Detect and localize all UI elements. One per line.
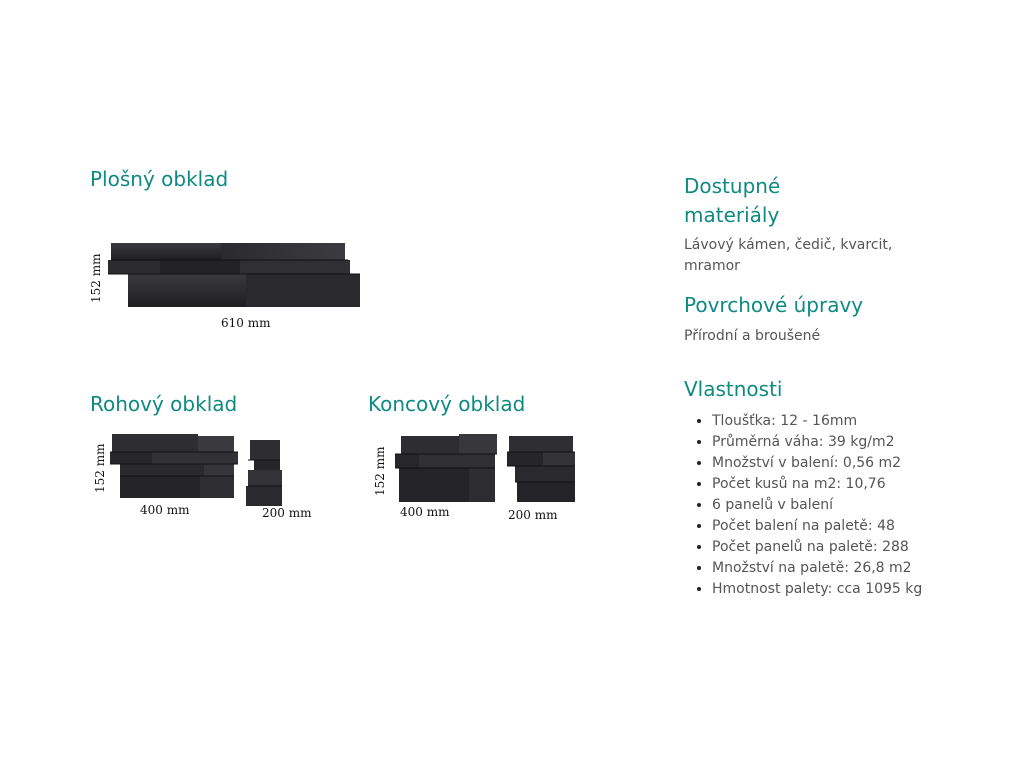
list-item: Počet panelů na paletě: 288 (712, 537, 922, 558)
materials-text-line1: Lávový kámen, čedič, kvarcit, (684, 237, 893, 253)
materials-title-line2: materiály (684, 203, 780, 227)
list-item: Hmotnost palety: cca 1095 kg (712, 579, 922, 600)
corner-height-label: 152 mm (93, 443, 107, 493)
surface-text: Přírodní a broušené (684, 328, 821, 344)
properties-title: Vlastnosti (684, 377, 783, 401)
list-item: Počet balení na paletě: 48 (712, 516, 922, 537)
corner-width-label: 400 mm (140, 503, 190, 517)
properties-list: Tloušťka: 12 - 16mm Průměrná váha: 39 kg… (696, 411, 922, 600)
materials-title-line1: Dostupné (684, 174, 781, 198)
flat-width-label: 610 mm (221, 316, 271, 330)
list-item: Tloušťka: 12 - 16mm (712, 411, 922, 432)
end-panel-title: Koncový obklad (368, 392, 526, 416)
list-item: Průměrná váha: 39 kg/m2 (712, 432, 922, 453)
surface-title: Povrchové úpravy (684, 293, 864, 317)
flat-panel-title: Plošný obklad (90, 167, 229, 191)
flat-panel-image (108, 243, 360, 307)
end-width-label: 400 mm (400, 505, 450, 519)
corner-panel-image (110, 434, 238, 498)
list-item: 6 panelů v balení (712, 495, 922, 516)
materials-text-line2: mramor (684, 258, 740, 274)
corner-side-image (246, 440, 282, 506)
flat-height-label: 152 mm (89, 253, 103, 303)
materials-title: Dostupné materiály (684, 172, 780, 230)
end-panel-image (395, 434, 497, 502)
materials-text: Lávový kámen, čedič, kvarcit, mramor (684, 235, 892, 277)
end-height-label: 152 mm (373, 446, 387, 496)
corner-side-label: 200 mm (262, 506, 312, 520)
list-item: Počet kusů na m2: 10,76 (712, 474, 922, 495)
corner-panel-title: Rohový obklad (90, 392, 238, 416)
list-item: Množství na paletě: 26,8 m2 (712, 558, 922, 579)
end-side-image (507, 436, 575, 502)
list-item: Množství v balení: 0,56 m2 (712, 453, 922, 474)
end-side-label: 200 mm (508, 508, 558, 522)
